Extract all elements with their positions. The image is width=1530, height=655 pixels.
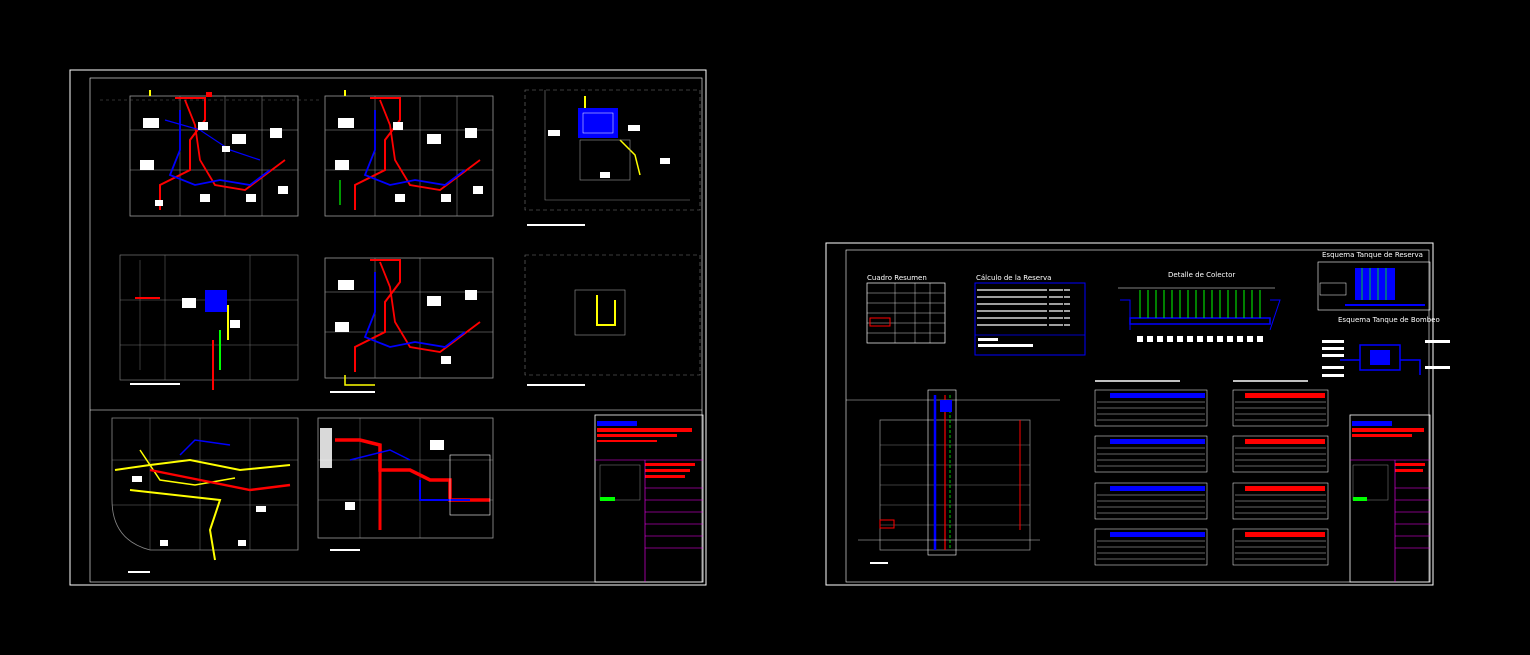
title-block-1 bbox=[594, 414, 704, 583]
floor-plan-6 bbox=[524, 254, 701, 386]
floor-plan-8 bbox=[317, 417, 494, 551]
tanque-reserva-diagram bbox=[1317, 261, 1431, 311]
sheet-2-outer-border bbox=[825, 242, 1434, 586]
building-section bbox=[858, 389, 1040, 564]
detalle-colector-diagram bbox=[1118, 287, 1281, 342]
cuadro-resumen-table bbox=[866, 282, 946, 344]
sheet-2 bbox=[825, 242, 1450, 586]
detalle-colector-title: Detalle de Colector bbox=[1168, 271, 1236, 279]
sheet-1 bbox=[69, 69, 707, 586]
floor-plan-7 bbox=[111, 417, 299, 573]
floor-plan-1 bbox=[100, 90, 320, 217]
calculo-reserva-table bbox=[974, 282, 1086, 356]
tables-red bbox=[1232, 380, 1329, 566]
floor-plan-5 bbox=[324, 257, 494, 393]
cuadro-resumen-title: Cuadro Resumen bbox=[867, 274, 927, 282]
esquema-tanque-bombeo-title: Esquema Tanque de Bombeo bbox=[1338, 316, 1440, 324]
floor-plan-3 bbox=[524, 89, 701, 226]
sheet-1-outer-border bbox=[69, 69, 707, 586]
floor-plan-4 bbox=[119, 254, 299, 390]
esquema-tanque-reserva-title: Esquema Tanque de Reserva bbox=[1322, 251, 1423, 259]
title-block-2 bbox=[1349, 414, 1431, 583]
sheet-1-inner-border bbox=[89, 77, 703, 583]
floor-plan-2 bbox=[324, 90, 494, 217]
tanque-bombeo-diagram bbox=[1322, 340, 1450, 377]
tables-blue bbox=[1094, 380, 1208, 566]
calculo-reserva-title: Cálculo de la Reserva bbox=[976, 274, 1052, 282]
